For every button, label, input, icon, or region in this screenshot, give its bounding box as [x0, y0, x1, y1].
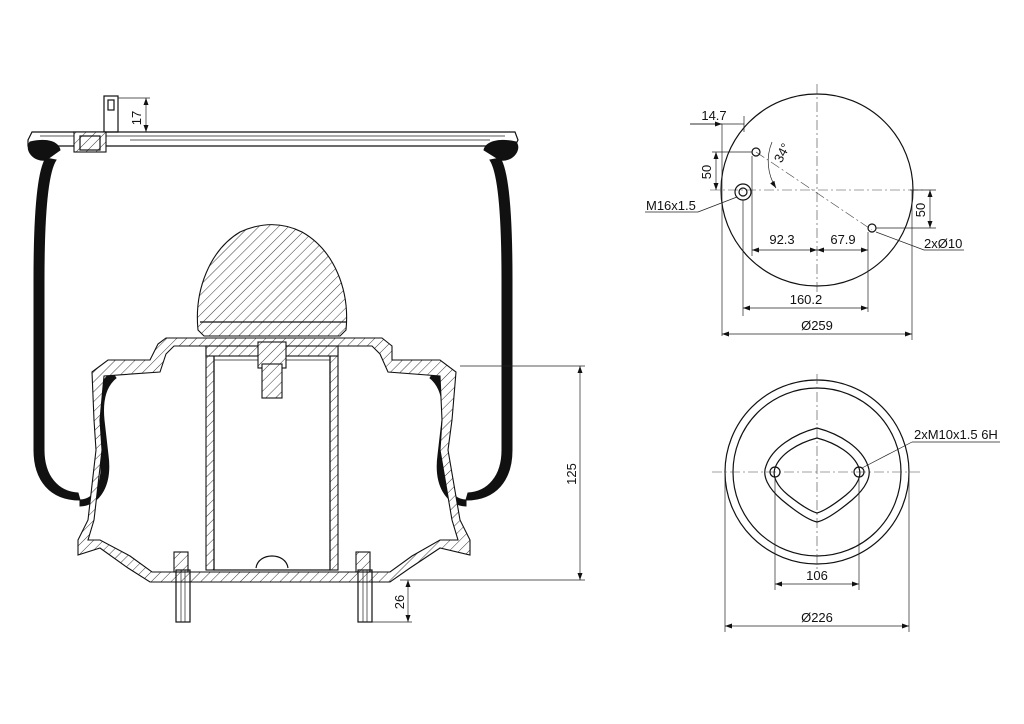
dim-span-label: 160.2 [790, 292, 823, 307]
dim-vert-right-label: 50 [913, 203, 928, 217]
side-section-view: 17 [27, 95, 585, 623]
dim-vert-right: 50 [876, 189, 936, 229]
dim-diameter-top-label: Ø259 [801, 318, 833, 333]
dim-span: 160.2 [742, 200, 868, 316]
air-pin-fitting [73, 95, 119, 153]
thread-callout-top: M16x1.5 [645, 196, 738, 213]
mounting-bolt-left [173, 551, 191, 623]
thread-callout-bottom: 2xM10x1.5 6H [861, 427, 1000, 469]
dim-height-label: 125 [564, 463, 579, 485]
mounting-bolt-right [355, 551, 373, 623]
bellow-fold-left [79, 371, 117, 507]
hole-callout: 2xØ10 [875, 231, 964, 251]
center-column [205, 341, 339, 571]
dim-bolt-spacing-label: 106 [806, 568, 828, 583]
dim-vert-left-label: 50 [699, 165, 714, 179]
dim-offset-left-label: 14.7 [701, 108, 726, 123]
thread-label-bottom: 2xM10x1.5 6H [914, 427, 998, 442]
dim-top-pin: 17 [118, 97, 150, 133]
dim-vert-left: 50 [699, 151, 752, 190]
dim-bolt-spacing: 106 [774, 478, 860, 590]
rubber-bellow [33, 157, 81, 501]
dim-right-segment-label: 67.9 [830, 232, 855, 247]
thread-label-top: M16x1.5 [646, 198, 696, 213]
hole-label: 2xØ10 [924, 236, 962, 251]
dim-diameter-bottom-label: Ø226 [801, 610, 833, 625]
dim-diameter-bottom: Ø226 [724, 472, 910, 632]
air-port-m16 [734, 183, 752, 201]
dim-bolt-label: 26 [392, 595, 407, 609]
bottom-thread-hole-right [853, 466, 865, 478]
dim-angle-label: 34° [771, 141, 793, 165]
dim-height: 125 [400, 365, 585, 581]
dim-offset-left: 14.7 [690, 108, 745, 336]
diamond-boss-inner [773, 437, 861, 514]
dim-bolt: 26 [372, 580, 412, 623]
left-bead [27, 139, 61, 161]
dim-diameter-top: Ø259 [722, 190, 913, 340]
bottom-view: 2xM10x1.5 6H 106 Ø226 [712, 374, 1000, 632]
bottom-thread-hole-left [769, 466, 781, 478]
dim-left-segment-label: 92.3 [769, 232, 794, 247]
diamond-boss-outer [764, 427, 870, 523]
dim-segments: 92.3 67.9 [751, 156, 869, 312]
right-bead [483, 139, 519, 161]
dim-top-pin-label: 17 [129, 111, 144, 125]
rubber-bellow-right [465, 157, 513, 501]
stud-hole-lower [867, 223, 877, 233]
bump-stop [196, 224, 348, 337]
top-view: 34° 14.7 50 50 M16x1.5 [645, 84, 964, 340]
